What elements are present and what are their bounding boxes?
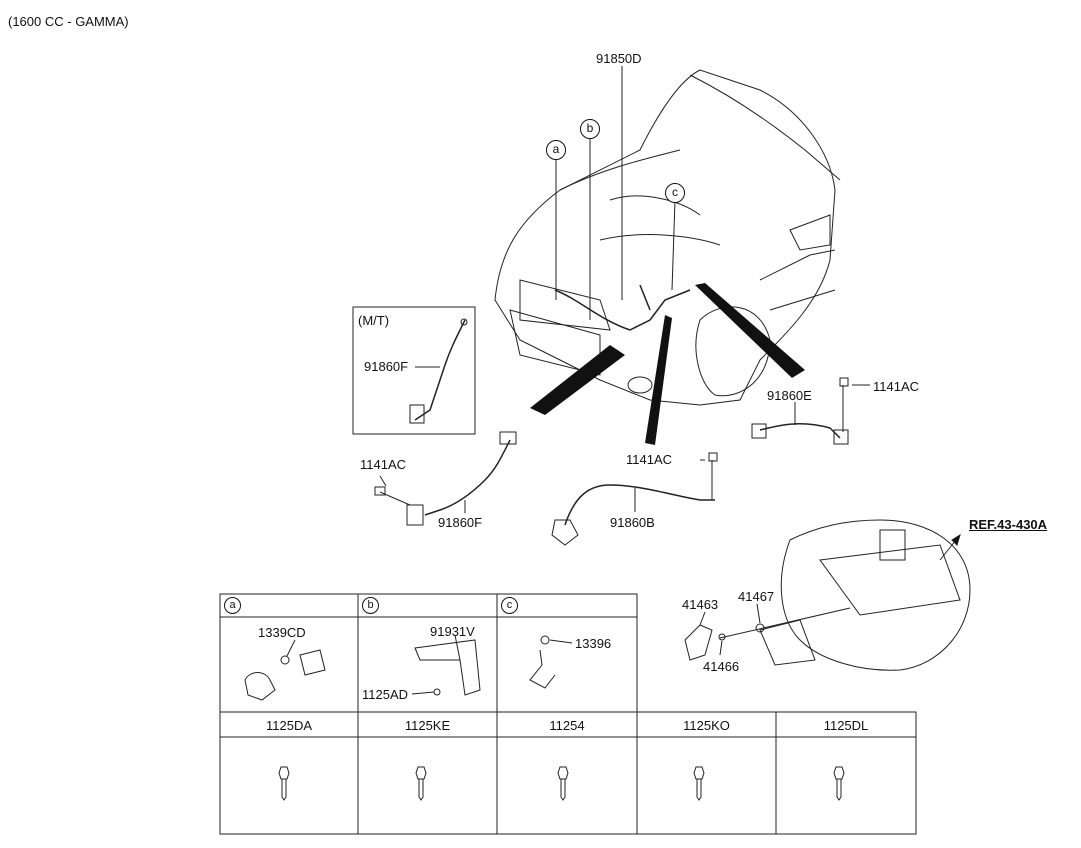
table-key-c: c <box>501 597 518 614</box>
label-91860E: 91860E <box>767 388 812 403</box>
label-91860F-mt: 91860F <box>364 359 409 374</box>
bolt-header-1: 1125DA <box>265 718 312 733</box>
callout-c: c <box>665 183 685 203</box>
label-41466: 41466 <box>703 659 740 674</box>
bolt-icons <box>278 766 845 801</box>
car-illustration <box>494 69 841 406</box>
label-41463: 41463 <box>682 597 719 612</box>
label-1141AC-right: 1141AC <box>873 379 920 394</box>
bolt-header-5: 1125DL <box>823 718 869 733</box>
bolt-header-4: 1125KO <box>683 718 730 733</box>
label-13396: 13396 <box>575 636 612 651</box>
label-91931V: 91931V <box>430 624 475 639</box>
label-41467: 41467 <box>738 589 775 604</box>
label-ref-43-430A[interactable]: REF.43-430A <box>969 517 1048 532</box>
label-1141AC-mid: 1141AC <box>626 452 673 467</box>
label-91860B: 91860B <box>610 515 655 530</box>
label-1125AD: 1125AD <box>362 687 409 702</box>
label-1141AC-left: 1141AC <box>360 457 407 472</box>
callout-b: b <box>580 119 600 139</box>
bolt-header-2: 1125KE <box>404 718 451 733</box>
label-91860F: 91860F <box>438 515 483 530</box>
table-key-a: a <box>224 597 241 614</box>
label-mt: (M/T) <box>358 313 390 328</box>
page-header: (1600 CC - GAMMA) <box>8 14 129 29</box>
label-1339CD: 1339CD <box>258 625 306 640</box>
label-91850D: 91850D <box>596 51 642 66</box>
callout-a: a <box>546 140 566 160</box>
bolt-header-3: 11254 <box>549 718 585 733</box>
table-key-b: b <box>362 597 379 614</box>
